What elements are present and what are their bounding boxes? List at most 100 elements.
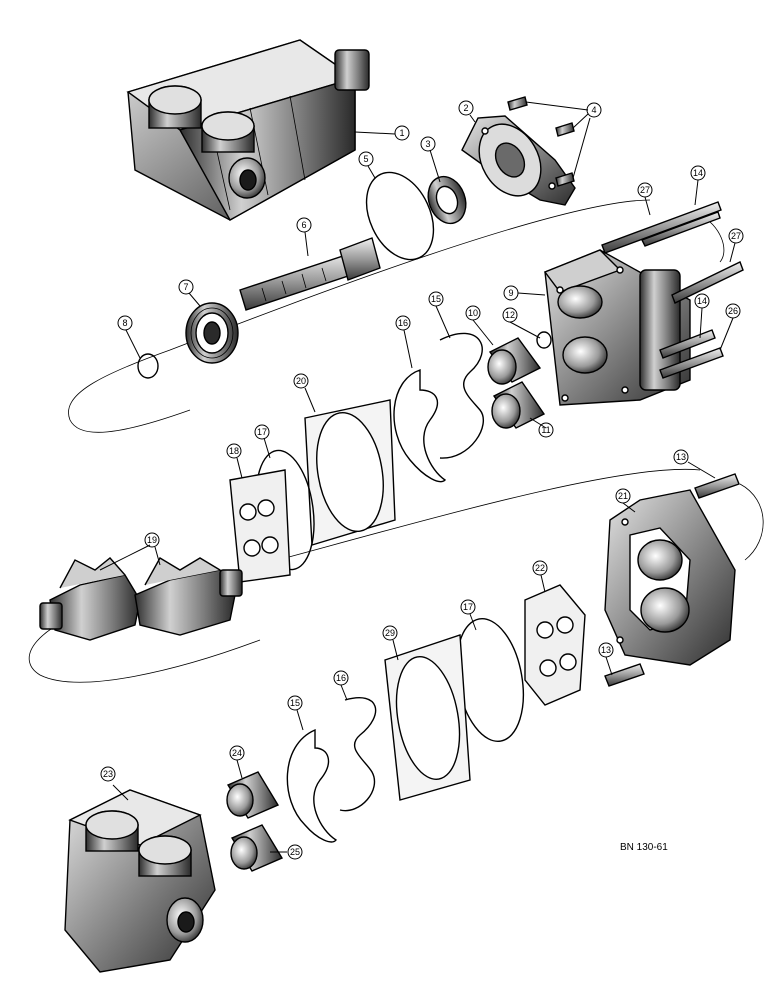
svg-text:12: 12	[505, 310, 515, 320]
svg-text:21: 21	[618, 491, 628, 501]
callout-13-top: 13	[673, 449, 689, 465]
svg-text:5: 5	[363, 154, 368, 164]
svg-text:14: 14	[697, 296, 707, 306]
o-ring-12	[536, 331, 552, 349]
callout-15-top: 15	[428, 291, 444, 307]
svg-text:26: 26	[728, 306, 738, 316]
svg-text:8: 8	[122, 318, 127, 328]
callout-23: 23	[100, 766, 116, 782]
svg-text:27: 27	[731, 231, 741, 241]
bushing-24	[226, 771, 280, 819]
callout-16-bottom: 16	[333, 670, 349, 686]
screws	[507, 96, 575, 187]
callout-12: 12	[502, 307, 518, 323]
bushing-25	[230, 824, 284, 872]
callout-16-top: 16	[395, 315, 411, 331]
drive-shaft	[239, 237, 381, 311]
callout-8: 8	[117, 315, 133, 331]
callout-27-top: 27	[637, 182, 653, 198]
seal-15-upper	[439, 332, 485, 459]
callout-5: 5	[358, 151, 374, 167]
svg-text:29: 29	[385, 628, 395, 638]
svg-text:6: 6	[301, 220, 306, 230]
callout-18: 18	[226, 443, 242, 459]
o-ring-5	[365, 171, 435, 261]
callout-15-bottom: 15	[287, 695, 303, 711]
callout-11: 11	[538, 422, 554, 438]
svg-text:18: 18	[229, 446, 239, 456]
wear-plate-22	[524, 584, 586, 706]
flange-plate	[461, 115, 576, 206]
gasket-29	[384, 634, 471, 801]
svg-text:15: 15	[290, 698, 300, 708]
svg-text:17: 17	[257, 427, 267, 437]
svg-text:22: 22	[535, 563, 545, 573]
wear-plate-18	[229, 469, 291, 583]
callout-13-bottom: 13	[598, 642, 614, 658]
svg-text:2: 2	[463, 103, 468, 113]
phantom-line-middle-right	[739, 483, 764, 561]
gasket-20	[304, 399, 396, 546]
callout-25: 25	[287, 844, 303, 860]
callout-27-right: 27	[728, 228, 744, 244]
dowel-pin-13-bottom	[604, 663, 645, 687]
callout-10: 10	[465, 305, 481, 321]
svg-text:17: 17	[463, 602, 473, 612]
svg-text:1: 1	[399, 128, 404, 138]
svg-text:19: 19	[147, 535, 157, 545]
callouts: 1 2 3 4 5 6 7 8 9 10 11 12 13 13 14 14 1…	[100, 100, 744, 860]
cover-housing	[64, 789, 216, 973]
callout-17-top: 17	[254, 424, 270, 440]
callout-14-bottom: 14	[694, 293, 710, 309]
callout-2: 2	[458, 100, 474, 116]
callout-21: 21	[615, 488, 631, 504]
callout-29: 29	[382, 625, 398, 641]
callout-22: 22	[532, 560, 548, 576]
svg-text:11: 11	[541, 425, 550, 435]
svg-text:13: 13	[676, 452, 686, 462]
gears	[39, 557, 243, 641]
svg-text:13: 13	[601, 645, 611, 655]
svg-text:25: 25	[290, 847, 300, 857]
callout-19: 19	[144, 532, 160, 548]
svg-text:20: 20	[296, 376, 306, 386]
svg-text:23: 23	[103, 769, 113, 779]
long-bolts	[601, 201, 744, 379]
callout-4: 4	[586, 102, 602, 118]
svg-text:16: 16	[398, 318, 408, 328]
svg-text:16: 16	[336, 673, 346, 683]
dowel-pin-13-top	[694, 473, 740, 499]
seal-16-upper	[393, 369, 447, 483]
pump-assembly	[126, 39, 370, 221]
seal	[427, 175, 467, 225]
ball-bearing	[185, 302, 239, 364]
callout-1: 1	[394, 125, 410, 141]
svg-text:10: 10	[468, 308, 478, 318]
body-housing	[604, 489, 736, 666]
callout-9: 9	[503, 285, 519, 301]
figure-reference: BN 130-61	[620, 842, 668, 853]
svg-text:4: 4	[591, 105, 596, 115]
seal-16-lower	[339, 697, 377, 812]
callout-20: 20	[293, 373, 309, 389]
phantom-line-upper	[68, 199, 651, 433]
callout-26: 26	[725, 303, 741, 319]
svg-text:9: 9	[508, 288, 513, 298]
svg-text:14: 14	[693, 168, 703, 178]
callout-24: 24	[229, 745, 245, 761]
callout-3: 3	[420, 136, 436, 152]
svg-text:15: 15	[431, 294, 441, 304]
svg-text:3: 3	[425, 139, 430, 149]
leader-lines	[99, 114, 736, 853]
svg-text:27: 27	[640, 185, 650, 195]
bushing-10	[487, 337, 542, 385]
callout-17-bottom: 17	[460, 599, 476, 615]
front-plate	[543, 249, 691, 406]
callout-6: 6	[296, 217, 312, 233]
seal-15-lower	[286, 728, 338, 843]
svg-text:24: 24	[232, 748, 242, 758]
snap-ring	[137, 353, 159, 379]
callout-7: 7	[178, 279, 194, 295]
svg-text:7: 7	[183, 282, 188, 292]
